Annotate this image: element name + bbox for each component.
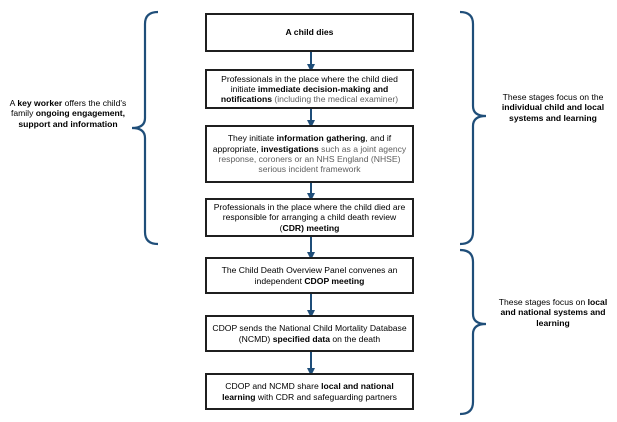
individual-child-stages-note: These stages focus on the individual chi… [494, 92, 612, 123]
text-part: CDOP and NCMD share [225, 381, 322, 392]
text-part: A [9, 98, 18, 108]
text-part: CDR) meeting [282, 222, 340, 233]
right-bracket-bottom [459, 248, 487, 416]
text-part: individual child and local systems and l… [501, 102, 605, 123]
text-part: Professionals in the place where the chi… [221, 73, 398, 94]
text-part: Professionals in the place where the chi… [213, 202, 406, 233]
text-part: These stages focus on [498, 297, 588, 307]
text-part: on the death [330, 333, 381, 344]
text-part: with CDR and safeguarding partners [255, 391, 397, 402]
text-part: information gathering [276, 133, 366, 144]
text-part: such as a joint agency response, coroner… [218, 143, 407, 175]
step-decision-making-notifications: Professionals in the place where the chi… [205, 69, 414, 109]
left-bracket [131, 10, 159, 246]
step-cdr-meeting: Professionals in the place where the chi… [205, 198, 414, 237]
step-share-learning: CDOP and NCMD share local and national l… [205, 373, 414, 410]
text-part: ongoing engagement, support and informat… [18, 108, 126, 129]
text-part: key worker [17, 98, 63, 108]
text-part: CDOP sends the National Child Mortality … [212, 323, 407, 344]
step-information-gathering: They initiate information gathering, and… [205, 125, 414, 183]
text-part: A child dies [285, 27, 334, 38]
right-bracket-top [459, 10, 487, 246]
text-part: investigations [261, 143, 319, 154]
text-part: (including the medical examiner) [271, 94, 399, 105]
text-part: They initiate [227, 133, 277, 144]
text-part: These stages focus on the [502, 92, 604, 102]
text-part: local and national systems and learning [500, 297, 608, 328]
step-child-dies: A child dies [205, 13, 414, 52]
national-systems-stages-note: These stages focus on local and national… [494, 297, 612, 328]
text-part: specified data [272, 333, 330, 344]
text-part: CDOP meeting [304, 275, 365, 286]
key-worker-note: A key worker offers the child's family o… [6, 98, 130, 129]
step-cdop-meeting: The Child Death Overview Panel convenes … [205, 257, 414, 294]
text-part: , and if appropriate, [212, 133, 392, 154]
text-part: local and national learning [222, 381, 394, 402]
text-part: The Child Death Overview Panel convenes … [221, 265, 398, 286]
text-part: immediate decision-making and notificati… [220, 83, 389, 105]
text-part: offers the child's family [10, 98, 127, 119]
step-ncmd-specified-data: CDOP sends the National Child Mortality … [205, 315, 414, 352]
